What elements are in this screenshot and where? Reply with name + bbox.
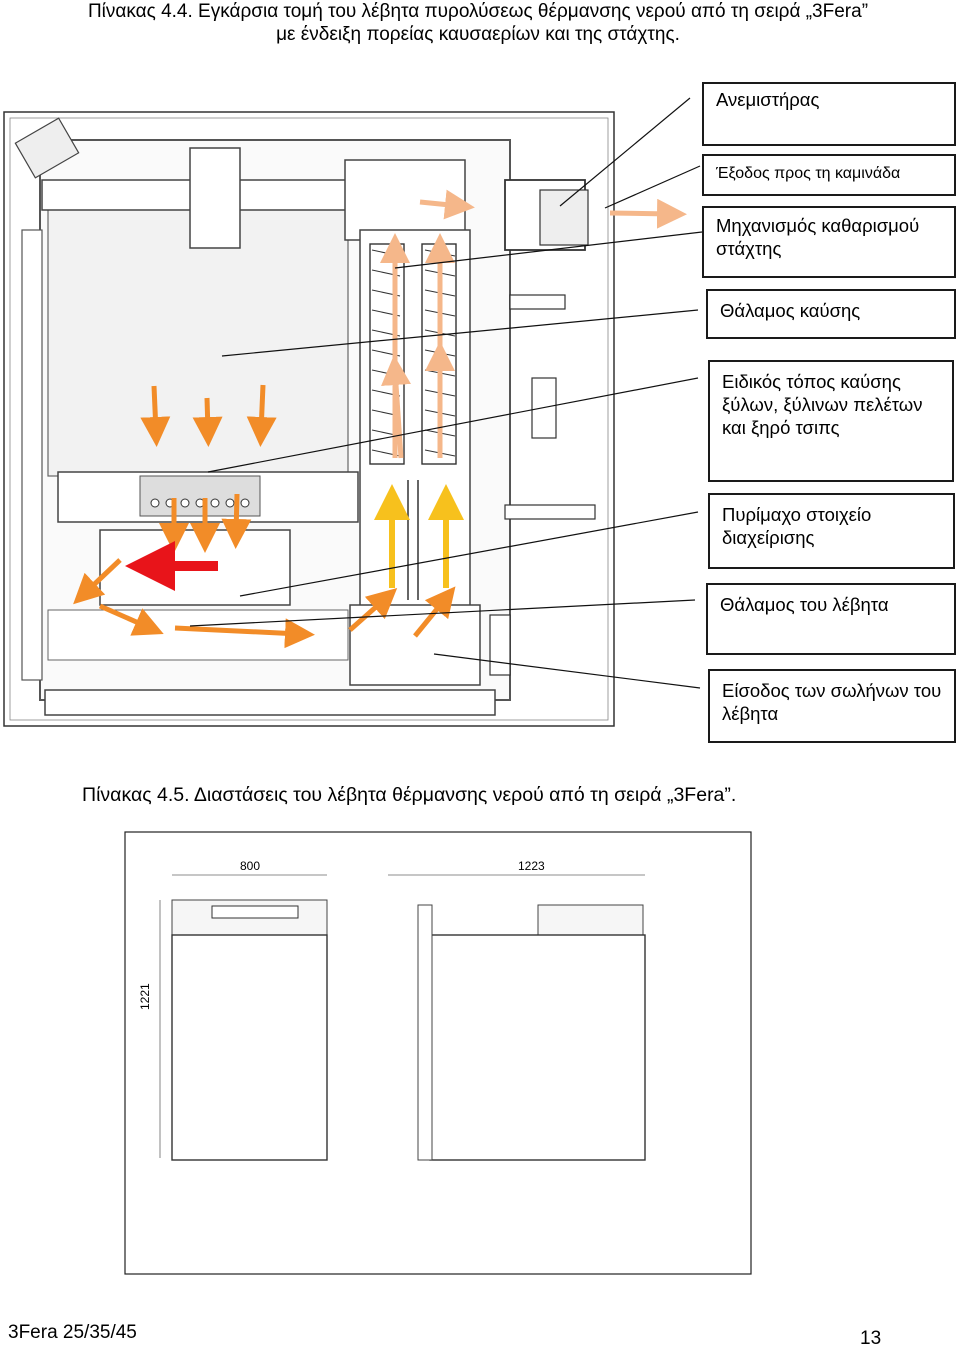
flue-gas-arrows [73,384,456,649]
caption-line-2: με ένδειξη πορείας καυσαερίων και της στ… [276,24,680,45]
arrow-down-2 [192,397,223,447]
arrow-diag-up-2 [413,586,456,638]
dimension-width-label: 800 [240,859,261,873]
callout-ash-cleaning-label: Μηχανισμός καθαρισμού στάχτης [716,215,920,259]
page-number: 13 [860,1328,882,1349]
dimension-depth-label: 1223 [518,859,545,873]
callout-combustion-chamber-label: Θάλαμος καύσης [720,300,861,321]
callout-wood-burning-area-label: Ειδικός τόπος καύσης ξύλων, ξύλινων πελέ… [722,371,923,438]
callout-tube-inlet: Είσοδος των σωλήνων του λέβητα [708,669,956,743]
callout-ash-cleaning: Μηχανισμός καθαρισμού στάχτης [702,206,956,278]
callout-fan-label: Ανεμιστήρας [716,89,820,110]
callout-refractory-element: Πυρίμαχο στοιχείο διαχείρισης [708,493,955,569]
rising-gas-arrows [374,484,464,588]
figure-caption-4-5: Πίνακας 4.5. Διαστάσεις του λέβητα θέρμα… [82,784,737,806]
arrow-diag-left [73,558,122,605]
arrow-right-lower-1 [98,603,164,636]
callout-fan: Ανεμιστήρας [702,82,956,146]
arrow-down-1 [140,385,171,447]
figure-caption-4-4: Πίνακας 4.4. Εγκάρσια τομή του λέβητα πυ… [8,0,948,46]
callout-combustion-chamber: Θάλαμος καύσης [706,289,956,339]
callout-refractory-element-label: Πυρίμαχο στοιχείο διαχείρισης [722,504,872,548]
footer-model: 3Fera 25/35/45 [8,1322,137,1343]
callout-chimney-outlet: Έξοδος προς τη καμινάδα [702,154,956,196]
callout-wood-burning-area: Ειδικός τόπος καύσης ξύλων, ξύλινων πελέ… [708,360,954,482]
dimension-height-label: 1221 [138,983,152,1010]
caption-line-1: Πίνακας 4.4. Εγκάρσια τομή του λέβητα πυ… [87,1,869,22]
callout-boiler-chamber-label: Θάλαμος του λέβητα [720,594,889,615]
arrow-right-lower-2 [174,618,315,649]
callout-chimney-outlet-label: Έξοδος προς τη καμινάδα [716,165,901,182]
leader-lines [189,97,703,689]
arrow-down-6 [221,493,252,549]
callout-boiler-chamber: Θάλαμος του λέβητα [706,583,956,655]
arrow-down-3 [246,384,277,447]
arrow-diag-up-1 [348,588,398,632]
tube-gas-arrows [380,189,687,459]
callout-tube-inlet-label: Είσοδος των σωλήνων του λέβητα [722,680,942,724]
